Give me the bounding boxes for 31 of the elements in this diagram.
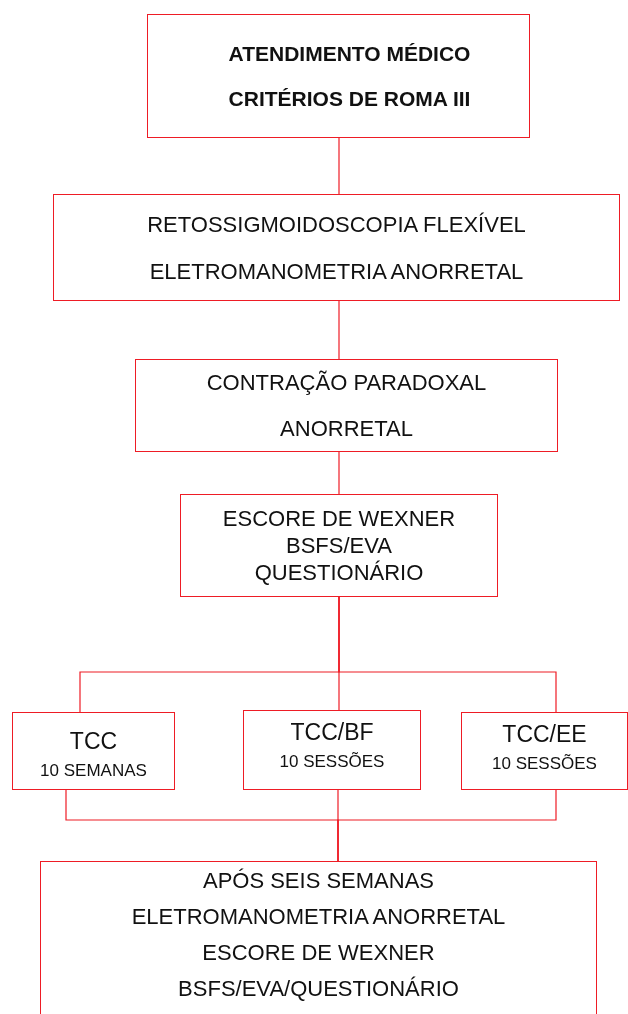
box-text: 10 SESSÕES [279,751,385,773]
box-text: ATENDIMENTO MÉDICO [228,41,471,67]
box-text: APÓS SEIS SEMANAS [202,867,435,895]
box-text: 10 SEMANAS [40,760,147,782]
process-box [243,710,421,790]
box-text: ELETROMANOMETRIA ANORRETAL [149,257,524,286]
box-text: RETOSSIGMOIDOSCOPIA FLEXÍVEL [147,210,526,239]
box-text: TCC/BF [290,718,374,747]
box-text: TCC/EE [502,720,587,749]
box-text: ESCORE DE WEXNER [222,505,456,532]
process-box [180,494,498,597]
connector-line [338,300,340,360]
process-box [12,712,175,790]
box-text: ELETROMANOMETRIA ANORRETAL [131,903,506,931]
process-box [135,359,558,452]
connector-line [338,137,340,195]
connector-line [338,596,557,713]
process-box [147,14,530,138]
box-text: CRITÉRIOS DE ROMA III [228,86,471,112]
connector-line [338,451,340,495]
box-text: BSFS/EVA [286,532,392,559]
box-text: ESCORE DE WEXNER [202,939,435,967]
connector-line [337,789,557,862]
box-text: QUESTIONÁRIO [254,559,424,586]
box-text: CONTRAÇÃO PARADOXAL ANORRETAL [205,368,488,443]
process-box [461,712,628,790]
box-text: BSFS/EVA/QUESTIONÁRIO [178,975,459,1003]
box-text: 10 SESSÕES [492,753,597,775]
box-text: TCC [69,727,118,756]
process-box [53,194,620,301]
process-box [40,861,597,1014]
